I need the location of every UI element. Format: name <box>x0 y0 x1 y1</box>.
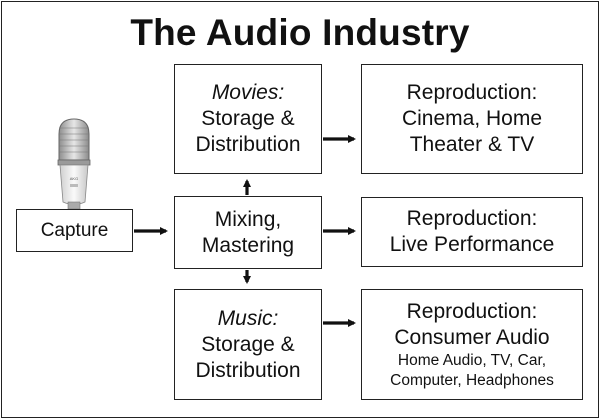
movies-storage-box: Movies: Storage & Distribution <box>174 64 322 174</box>
mixing-line1: Mixing, <box>214 207 282 231</box>
reproduction-cinema-box: Reproduction: Cinema, Home Theater & TV <box>361 64 583 174</box>
repro-cinema-line2: Cinema, Home <box>401 107 543 130</box>
repro-cinema-line3: Theater & TV <box>409 133 535 156</box>
music-storage-box: Music: Storage & Distribution <box>174 289 322 400</box>
repro-cinema-line1: Reproduction: <box>406 81 538 104</box>
movies-line1: Storage & <box>201 107 295 130</box>
repro-consumer-line1: Reproduction: <box>406 299 538 323</box>
reproduction-consumer-box: Reproduction: Consumer Audio Home Audio,… <box>361 289 583 400</box>
reproduction-live-box: Reproduction: Live Performance <box>361 197 583 267</box>
music-category: Music: <box>217 306 279 330</box>
music-line1: Storage & <box>201 332 295 356</box>
diagram-title: The Audio Industry <box>130 12 470 53</box>
movies-category: Movies: <box>211 81 285 104</box>
repro-consumer-line3: Home Audio, TV, Car, <box>397 351 547 369</box>
svg-text:AKG: AKG <box>70 176 78 181</box>
capture-box: Capture <box>16 209 133 252</box>
repro-live-line2: Live Performance <box>389 233 555 256</box>
repro-consumer-line2: Consumer Audio <box>394 325 550 349</box>
mixing-box: Mixing, Mastering <box>174 196 322 269</box>
capture-label: Capture <box>40 219 109 241</box>
repro-live-line1: Reproduction: <box>406 207 538 230</box>
repro-consumer-line4: Computer, Headphones <box>390 371 554 389</box>
movies-line2: Distribution <box>195 133 301 156</box>
mixing-line2: Mastering <box>201 233 295 257</box>
music-line2: Distribution <box>195 358 301 382</box>
